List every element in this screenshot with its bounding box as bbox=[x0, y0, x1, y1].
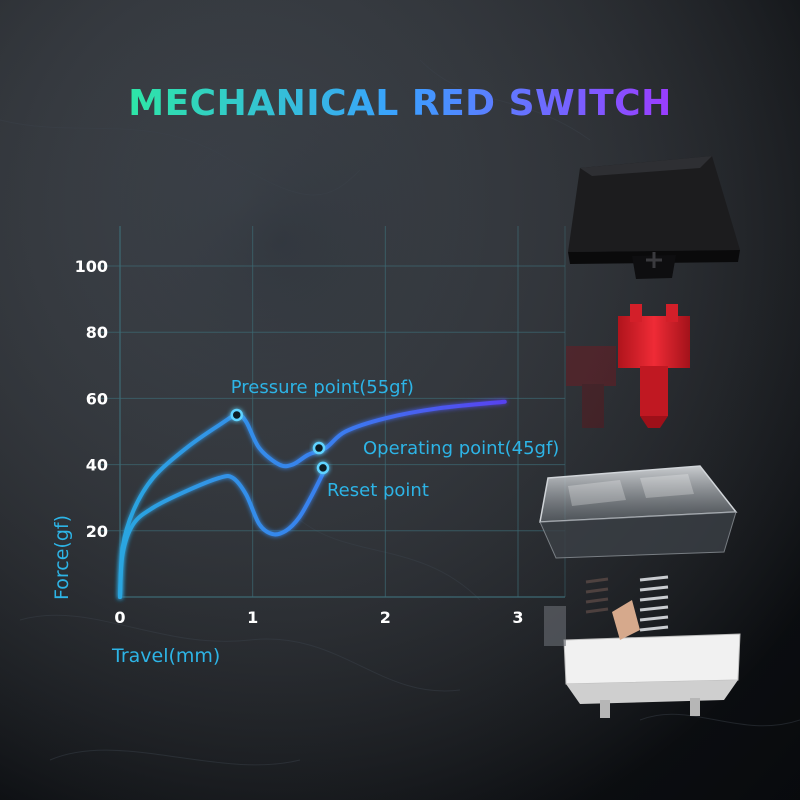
x-tick-label: 2 bbox=[380, 608, 391, 627]
annotation-point bbox=[230, 408, 243, 422]
y-tick-label: 40 bbox=[86, 456, 108, 475]
y-axis-label: Force(gf) bbox=[51, 515, 73, 600]
x-tick-label: 1 bbox=[247, 608, 258, 627]
top-housing bbox=[539, 465, 738, 559]
x-tick-label: 3 bbox=[512, 608, 523, 627]
page-title: MECHANICAL RED SWITCH bbox=[128, 83, 671, 124]
annotation-point bbox=[316, 461, 330, 475]
red-stem-shadow bbox=[566, 346, 616, 428]
annotation-label: Pressure point(55gf) bbox=[231, 377, 414, 398]
red-stem bbox=[618, 304, 690, 428]
y-tick-label: 100 bbox=[75, 257, 108, 276]
spring bbox=[639, 575, 669, 632]
annotation-label: Reset point bbox=[327, 480, 429, 501]
press-force-curve bbox=[118, 399, 507, 599]
stone-cracks bbox=[0, 59, 800, 766]
x-axis-label: Travel(mm) bbox=[111, 645, 220, 667]
y-tick-label: 80 bbox=[86, 323, 108, 342]
series-lines bbox=[118, 399, 507, 599]
tick-labels: 0 1 2 3 20 40 60 80 100 bbox=[75, 257, 524, 627]
annotation-marks: Pressure point(55gf) Operating point(45gf… bbox=[230, 377, 559, 501]
spring-shadow bbox=[585, 577, 609, 614]
keycap bbox=[568, 156, 740, 279]
y-tick-label: 60 bbox=[86, 389, 108, 408]
annotation-label: Operating point(45gf) bbox=[363, 438, 559, 459]
x-tick-label: 0 bbox=[114, 608, 125, 627]
y-tick-label: 20 bbox=[86, 522, 108, 541]
bottom-housing bbox=[544, 600, 741, 718]
switch-illustration bbox=[539, 156, 741, 718]
release-force-curve bbox=[118, 465, 328, 599]
annotation-point bbox=[312, 441, 326, 455]
